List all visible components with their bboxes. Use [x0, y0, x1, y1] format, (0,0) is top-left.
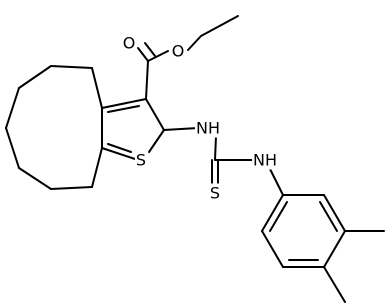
atom-label-background	[208, 183, 222, 203]
atom-label-background	[170, 41, 186, 61]
atom-label-s-thiophene: S	[136, 151, 146, 170]
atom-label-background	[195, 118, 221, 138]
atom-label-background	[134, 150, 148, 170]
atom-label-nh-1: NH	[196, 119, 220, 138]
bond-carbonyl-1	[137, 47, 149, 62]
atom-labels: O O S NH NH S	[121, 33, 278, 203]
bond-s-c8a-inner	[107, 143, 132, 153]
atom-label-s-thione: S	[210, 184, 220, 203]
bond-c3-c3a	[101, 98, 147, 109]
bond-nh-cs	[214, 135, 217, 161]
atom-label-o-carbonyl: O	[123, 34, 136, 53]
bond-nh-aryl	[269, 168, 284, 196]
atom-label-background	[252, 150, 278, 170]
bond-methyl-4	[323, 266, 346, 303]
bond-ar6-ar1-inner	[269, 201, 288, 232]
bond-ethyl-co	[187, 35, 202, 51]
bond-ethyl-cc	[200, 15, 239, 37]
bond-c6-c7	[5, 87, 20, 129]
atom-label-nh-2: NH	[253, 151, 277, 170]
bond-c2-s	[148, 129, 165, 153]
bond-c3a-c4	[91, 67, 103, 109]
atom-label-o-ester: O	[172, 42, 185, 61]
bond-carbonyl-2	[144, 42, 156, 57]
bond-c3-c3-inner	[107, 105, 140, 113]
bond-c8-c9	[18, 167, 52, 190]
bond-ar2-ar3	[323, 194, 346, 232]
bond-c2-nh	[163, 127, 199, 131]
bond-c5-c6	[18, 65, 52, 89]
bond-carboxyl-ring	[145, 60, 149, 100]
bond-c4-c5	[50, 65, 93, 69]
bond-c9-c10	[50, 186, 93, 190]
bonds	[5, 15, 385, 303]
bond-ar2-ar3-inner	[319, 201, 338, 232]
bond-s-c8a	[101, 147, 136, 160]
bond-ar3-ar4	[323, 230, 346, 268]
bond-c3-c2	[145, 98, 165, 131]
bond-ar6-ar1	[261, 194, 284, 232]
bond-ester-o-c	[147, 50, 169, 62]
bond-c10-c8a	[91, 147, 103, 188]
atom-label-background	[121, 33, 137, 53]
bond-c7-c8	[5, 127, 20, 169]
bond-ar5-ar6	[261, 230, 284, 268]
